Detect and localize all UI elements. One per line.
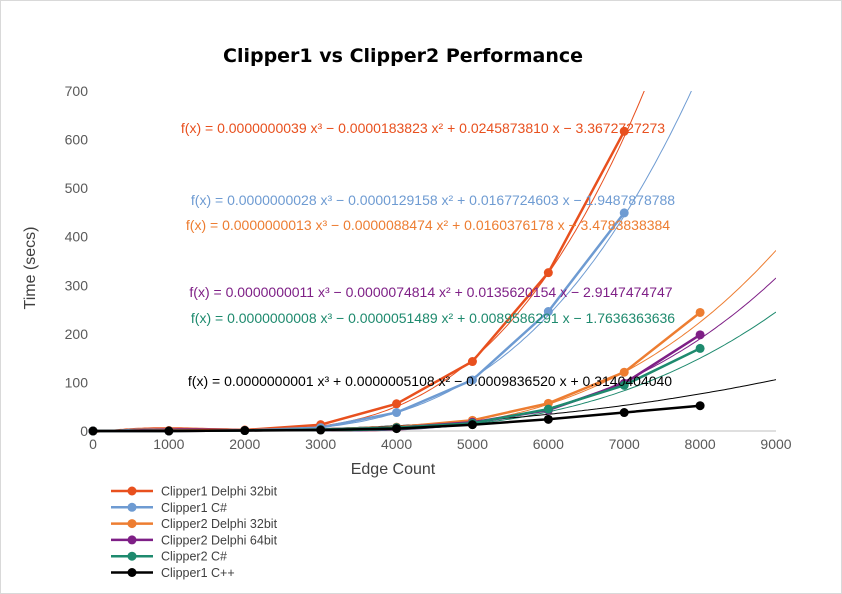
data-point xyxy=(392,424,402,434)
y-tick-label: 200 xyxy=(65,326,89,342)
trendline-equations: f(x) = 0.0000000039 x³ − 0.0000183823 x²… xyxy=(181,120,675,389)
trendline-equation: f(x) = 0.0000000008 x³ − 0.0000051489 x²… xyxy=(191,310,675,326)
data-point xyxy=(543,307,553,317)
x-tick-label: 8000 xyxy=(685,436,716,452)
y-tick-labels: 0 100 200 300 400 500 600 700 xyxy=(65,83,89,439)
y-tick-label: 300 xyxy=(65,277,89,293)
legend-label: Clipper2 Delphi 64bit xyxy=(161,533,278,547)
trendline-equation: f(x) = 0.0000000039 x³ − 0.0000183823 x²… xyxy=(181,120,665,136)
data-point xyxy=(543,268,553,278)
trendline-equation: f(x) = 0.0000000028 x³ − 0.0000129158 x²… xyxy=(191,192,675,208)
y-tick-label: 100 xyxy=(65,374,89,390)
chart-title: Clipper1 vs Clipper2 Performance xyxy=(223,45,583,67)
data-point xyxy=(164,426,174,436)
data-point xyxy=(467,375,477,385)
y-tick-label: 600 xyxy=(65,132,89,148)
data-point xyxy=(695,307,705,317)
legend-label: Clipper1 Delphi 32bit xyxy=(161,485,278,499)
x-tick-label: 4000 xyxy=(381,436,412,452)
x-tick-label: 5000 xyxy=(457,436,488,452)
x-tick-label: 0 xyxy=(89,436,97,452)
data-point xyxy=(392,399,402,409)
plot-area xyxy=(88,91,776,436)
data-point xyxy=(695,330,705,340)
legend-marker xyxy=(127,568,137,577)
legend-label: Clipper1 C# xyxy=(161,501,227,515)
y-tick-label: 0 xyxy=(80,423,88,439)
data-point xyxy=(619,380,629,390)
y-tick-label: 500 xyxy=(65,180,89,196)
data-point xyxy=(695,343,705,353)
legend-marker xyxy=(127,551,137,561)
trendline-equation: f(x) = 0.0000000013 x³ − 0.0000088474 x²… xyxy=(186,217,670,233)
x-tick-label: 1000 xyxy=(153,436,184,452)
data-point xyxy=(467,420,477,430)
y-tick-label: 700 xyxy=(65,83,89,99)
data-point xyxy=(695,401,705,411)
data-point xyxy=(619,208,629,218)
data-point xyxy=(88,426,98,436)
y-tick-label: 400 xyxy=(65,229,89,245)
x-tick-label: 3000 xyxy=(305,436,336,452)
data-point xyxy=(619,367,629,377)
trendline-equation: f(x) = 0.0000000011 x³ − 0.0000074814 x²… xyxy=(189,284,672,300)
x-tick-label: 6000 xyxy=(533,436,564,452)
legend-marker xyxy=(127,535,137,545)
x-tick-labels: 0 1000 2000 3000 4000 5000 6000 7000 8000 9000 xyxy=(89,436,792,452)
data-point xyxy=(543,414,553,424)
x-tick-label: 9000 xyxy=(760,436,791,452)
data-point xyxy=(619,408,629,418)
legend-marker xyxy=(127,519,137,529)
legend-label: Clipper1 C++ xyxy=(161,566,235,580)
legend-label: Clipper2 Delphi 32bit xyxy=(161,517,278,531)
legend-marker xyxy=(127,502,137,512)
data-point xyxy=(392,408,402,418)
data-point xyxy=(619,126,629,136)
data-point xyxy=(467,357,477,367)
y-axis-title: Time (secs) xyxy=(22,227,39,310)
x-tick-label: 7000 xyxy=(609,436,640,452)
legend-marker xyxy=(127,486,137,496)
data-point xyxy=(543,404,553,414)
legend-label: Clipper2 C# xyxy=(161,550,227,564)
trendline-equation: f(x) = 0.0000000001 x³ + 0.0000005108 x²… xyxy=(188,373,672,389)
x-axis-title: Edge Count xyxy=(351,461,436,478)
data-point xyxy=(240,426,250,436)
x-tick-label: 2000 xyxy=(229,436,260,452)
data-point xyxy=(316,425,326,435)
